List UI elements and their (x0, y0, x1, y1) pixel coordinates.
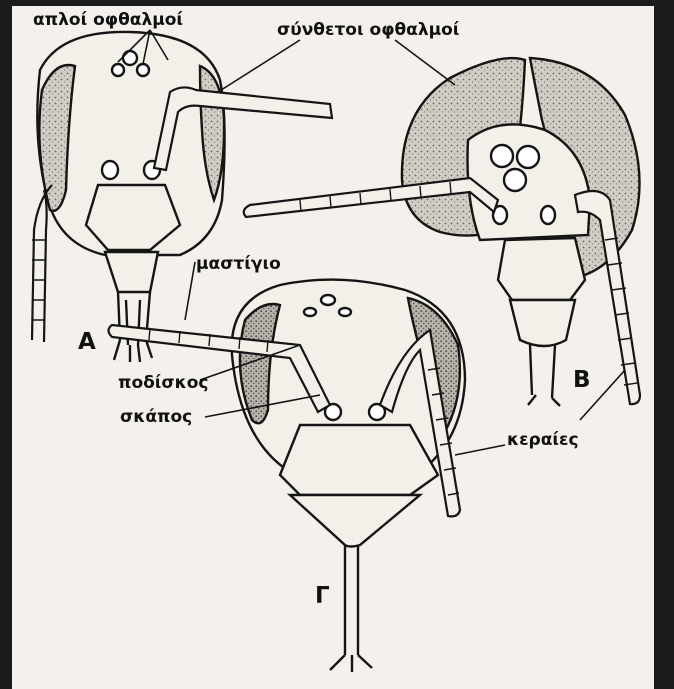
leader-compound-eyes-b (395, 40, 455, 85)
head-c-labrum (290, 495, 420, 547)
head-c-ocellus-3 (339, 308, 351, 316)
head-c-clypeus (280, 425, 438, 495)
head-c-ocellus-1 (321, 295, 335, 305)
head-b-ocellus-1 (491, 145, 513, 167)
head-c-mouth-tip (330, 655, 372, 672)
head-c (109, 280, 466, 672)
label-head-a: Α (78, 331, 96, 354)
head-c-proboscis (345, 545, 358, 655)
head-b-labrum (510, 300, 575, 346)
label-pedicel: ποδίσκος (118, 375, 209, 392)
head-b-ocellus-2 (517, 146, 539, 168)
label-head-c: Γ (315, 585, 330, 608)
head-b-ocellus-3 (504, 169, 526, 191)
head-a-ocellus-3 (137, 64, 149, 76)
label-simple-eyes: απλοί οφθαλμοί (33, 12, 183, 29)
head-b-proboscis (528, 345, 560, 406)
leader-compound-eyes-a (218, 40, 300, 92)
head-a-mouth-tip (114, 340, 152, 362)
head-a-socket-left (102, 161, 118, 179)
label-scape: σκάπος (120, 409, 192, 426)
label-head-b: Β (573, 369, 591, 392)
head-c-ocellus-2 (304, 308, 316, 316)
leader-whip (185, 262, 195, 320)
head-a-ocellus-2 (112, 64, 124, 76)
head-a-labrum (105, 252, 158, 292)
label-compound-eyes: σύνθετοι οφθαλμοί (277, 22, 459, 39)
leader-antennae-c (455, 445, 505, 455)
head-a-ocellus-1 (123, 51, 137, 65)
head-b-clypeus (498, 238, 585, 300)
label-whip: μαστίγιο (196, 256, 281, 273)
head-b-socket-right (541, 206, 555, 224)
label-antennae: κεραίες (507, 432, 579, 449)
